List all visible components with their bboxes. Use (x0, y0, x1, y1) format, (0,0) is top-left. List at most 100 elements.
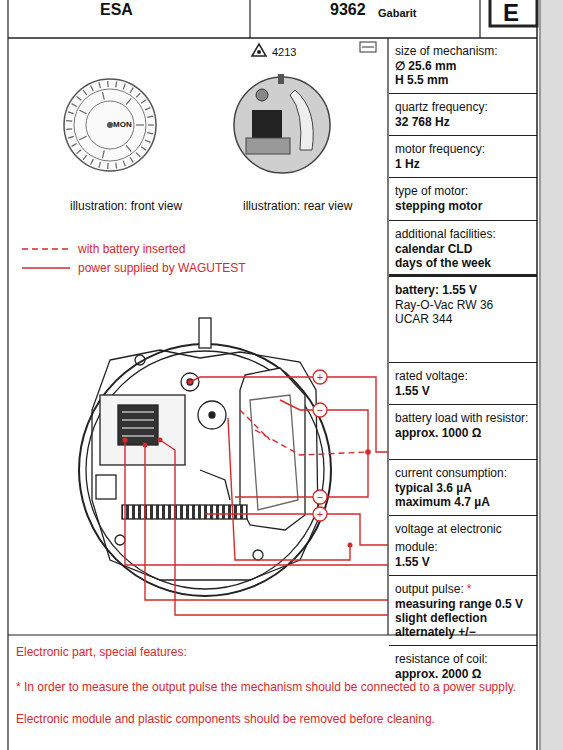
spec-heading: battery load with resistor: (395, 411, 528, 425)
dial-tick (136, 93, 140, 97)
dial-tick (72, 143, 77, 146)
spec-heading: current consumption: (395, 466, 507, 480)
terminal-circles (313, 370, 327, 521)
illustration-caption: illustration: front view (70, 199, 182, 213)
dial-tick (145, 140, 151, 142)
dial-tick (148, 124, 154, 125)
dial-tick (99, 82, 101, 88)
red-wires (125, 377, 388, 615)
spec-heading: size of mechanism: (395, 44, 498, 58)
dial-tick (107, 163, 109, 169)
legend-solid-line (22, 267, 70, 268)
spec-value: stepping motor (395, 199, 531, 213)
dial-tick (83, 155, 87, 160)
dial-tick (130, 157, 133, 162)
legend-text: power supplied by WAGUTEST (78, 261, 246, 275)
dial-tick (83, 90, 87, 95)
footnote-mark: * (467, 582, 472, 596)
spec-cell: voltage at electronic module:1.55 V (389, 516, 537, 576)
legend-text: with battery inserted (78, 242, 185, 256)
dial-tick (66, 128, 72, 130)
dial-tick (79, 136, 86, 139)
calibre-word: Gabarit (378, 6, 417, 20)
spec-value: UCAR 344 (395, 312, 531, 326)
spec-value: 1.55 V (395, 384, 531, 398)
dial-tick (126, 145, 131, 151)
front-view-illustration (64, 79, 156, 171)
spec-value: measuring range 0.5 V slight deflection … (395, 597, 531, 639)
dial-tick (136, 153, 140, 157)
page-edge (540, 0, 563, 750)
calibre-number: 9362 (330, 3, 366, 17)
dial-tick (77, 150, 82, 154)
spec-heading: output pulse: (395, 582, 464, 596)
terminal-sign: + (317, 507, 323, 521)
dial-tick (68, 112, 74, 114)
spec-heading: battery: 1.55 V (395, 283, 477, 297)
spec-value: 1 Hz (395, 157, 531, 171)
dial-tick (66, 120, 72, 122)
spec-value: days of the week (395, 256, 531, 270)
header-maker: ESA (100, 3, 133, 17)
note-text: * In order to measure the output pulse t… (16, 680, 516, 694)
note-text: Electronic module and plastic components… (16, 712, 435, 726)
dial-tick (115, 82, 117, 88)
spec-value: approx. 2000 Ω (395, 667, 531, 681)
spec-value: approx. 1000 Ω (395, 426, 531, 440)
brand-logo (360, 42, 376, 52)
dial-tick (123, 84, 125, 90)
spec-value: calendar CLD (395, 242, 531, 256)
spec-value: H 5.5 mm (395, 73, 531, 87)
dial-tick (77, 96, 82, 100)
spec-value: Ray-O-Vac RW 36 (395, 298, 531, 312)
frame-lines (8, 0, 537, 750)
wire-junctions (123, 380, 371, 548)
terminal-sign: − (317, 490, 323, 504)
spec-cell: additional facilities:calendar CLDdays o… (389, 221, 537, 277)
dial-tick (141, 147, 146, 150)
dial-day: MON (113, 120, 132, 129)
dial-tick (141, 100, 146, 103)
notes-heading: Electronic part, special features: (16, 645, 187, 659)
approval-number: 4213 (272, 45, 296, 59)
dial-tick (68, 136, 74, 138)
spec-cell: battery load with resistor:approx. 1000 … (389, 405, 537, 460)
sheet-letter: E (503, 0, 519, 26)
dial-tick (145, 108, 151, 110)
dial-tick (136, 124, 144, 125)
dial-tick (91, 159, 94, 164)
spec-heading: quartz frequency: (395, 100, 488, 114)
spec-cell: size of mechanism:∅ 25.6 mmH 5.5 mm (389, 38, 537, 94)
approval-symbol (252, 44, 266, 56)
rear-view-illustration (234, 74, 330, 173)
terminal-sign: − (317, 403, 323, 417)
movement-drawing (79, 318, 331, 596)
spec-cell: motor frequency:1 Hz (389, 136, 537, 178)
spec-value: 32 768 Hz (395, 115, 531, 129)
dial-tick (102, 150, 104, 158)
spec-heading: additional facilities: (395, 227, 496, 241)
spec-heading: motor frequency: (395, 142, 485, 156)
dial-tick (91, 85, 94, 90)
spec-value: 1.55 V (395, 555, 531, 569)
spec-cell: rated voltage:1.55 V (389, 363, 537, 405)
dial-tick (107, 81, 109, 87)
dial-tick (126, 98, 131, 104)
dial-tick (72, 104, 77, 107)
dial-tick (147, 116, 153, 117)
spec-cell: battery: 1.55 VRay-O-Vac RW 36UCAR 344 (389, 277, 537, 363)
spec-cell: type of motor:stepping motor (389, 178, 537, 221)
legend-dashed-line (22, 248, 70, 249)
spec-value: maximum 4.7 µA (395, 495, 531, 509)
dial-tick (130, 88, 133, 93)
spec-heading: voltage at electronic module: (395, 522, 502, 554)
spec-heading: resistance of coil: (395, 652, 488, 666)
spec-heading: type of motor: (395, 184, 468, 198)
dial-tick (99, 162, 101, 168)
illustration-caption: illustration: rear view (243, 199, 352, 213)
dial-tick (79, 110, 86, 113)
spec-heading: rated voltage: (395, 369, 468, 383)
spec-cell: output pulse:*measuring range 0.5 V slig… (389, 576, 537, 646)
dial-tick (123, 161, 125, 167)
spec-value: ∅ 25.6 mm (395, 59, 531, 73)
